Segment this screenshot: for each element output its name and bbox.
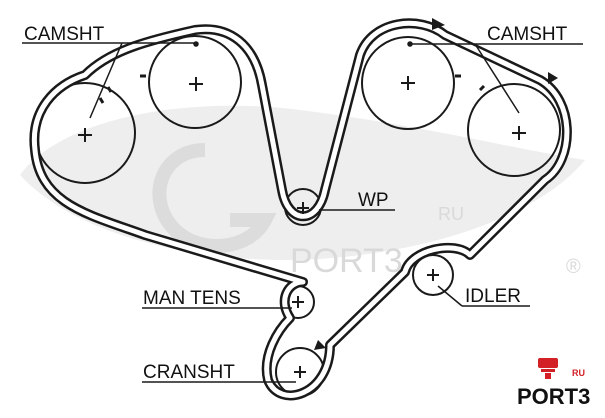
arrow-marker-camsht-right-top [432, 18, 445, 30]
camshaft-pulley-left-inner [148, 35, 242, 129]
leader-camsht-right [407, 41, 583, 114]
camshaft-pulley-right-outer [467, 83, 561, 177]
gates-watermark: RU PORT3 ® [20, 105, 585, 280]
label-idler: IDLER [465, 286, 521, 307]
water-pump-center-mark [297, 202, 309, 214]
timing-belt [29, 18, 572, 401]
timing-marks [98, 74, 486, 104]
camshaft-pulley-right-inner [361, 36, 455, 130]
watermark-g-shape [152, 143, 277, 253]
label-man-tens: MAN TENS [143, 288, 241, 309]
port3-logo: RU PORT3 [517, 354, 591, 410]
label-camsht-right: CAMSHT [487, 24, 568, 45]
arrow-marker-camsht-right-side [548, 72, 558, 84]
camshaft-right-inner-center-mark [401, 76, 415, 90]
crankshaft-center-mark [294, 366, 306, 378]
man-tens-center-mark [292, 296, 304, 308]
camshaft-left-inner-center-mark [189, 77, 203, 91]
leader-idler [437, 285, 530, 307]
label-cransht: CRANSHT [143, 362, 235, 383]
label-camsht-left: CAMSHT [24, 24, 105, 45]
watermark-port3: PORT3 [290, 242, 403, 280]
idler-pulley [412, 254, 454, 296]
leader-camsht-left [22, 41, 199, 119]
watermark-registered-mark: ® [566, 256, 581, 278]
idler-center-mark [427, 269, 439, 281]
logo-ru: RU [572, 368, 585, 378]
camshaft-right-outer-center-mark [512, 126, 526, 140]
camshaft-left-outer-center-mark [78, 128, 92, 142]
watermark-ru: RU [438, 204, 464, 224]
logo-text: PORT3 [517, 384, 591, 409]
arrow-marker-crankshaft [314, 340, 326, 350]
logo-piston-icon [538, 358, 558, 379]
watermark-swoosh [20, 105, 585, 261]
direction-arrows [314, 18, 558, 350]
label-wp: WP [358, 190, 389, 211]
